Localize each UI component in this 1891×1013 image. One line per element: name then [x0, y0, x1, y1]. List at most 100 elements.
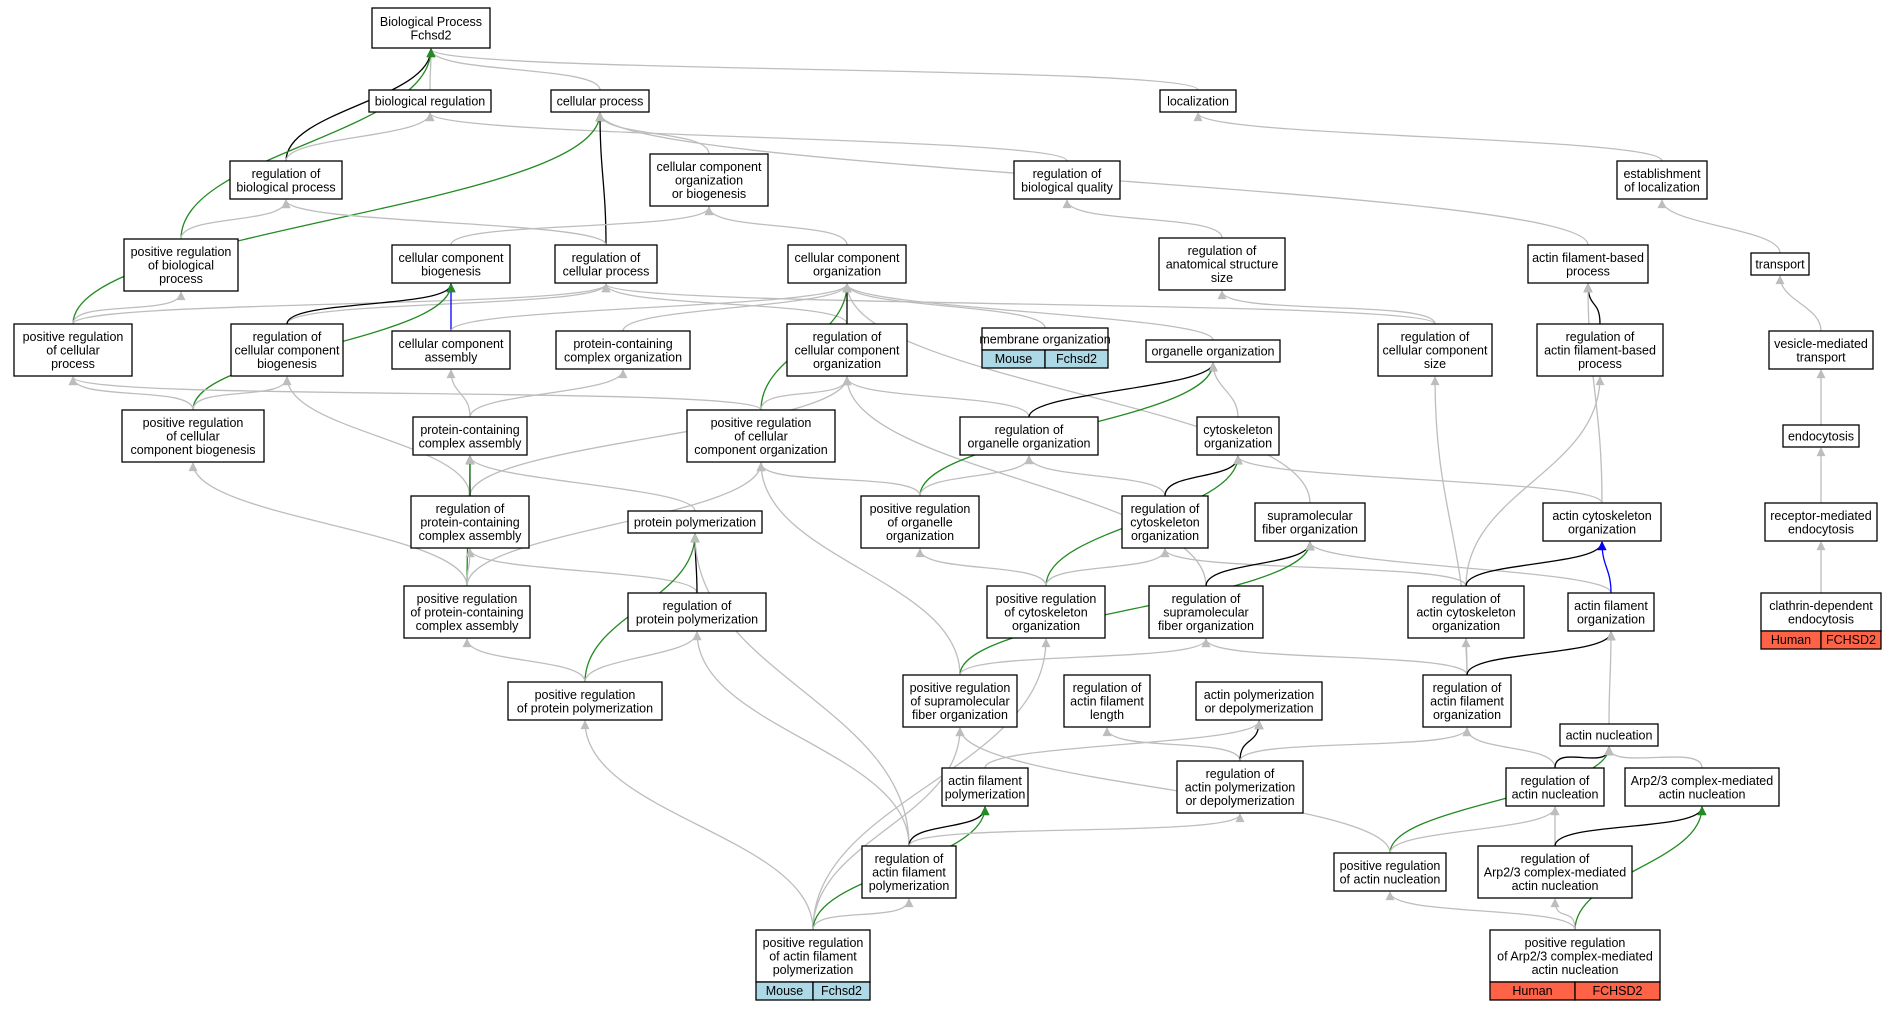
edge-anuc-to-afo — [1606, 631, 1616, 725]
term-label: organization — [1012, 619, 1080, 633]
term-label: of cellular — [734, 430, 788, 444]
edge-eloc-to-loc — [1193, 112, 1663, 162]
edge-prafp-to-prcso — [812, 638, 1051, 931]
edge-prpp-to-rpp — [584, 631, 702, 683]
term-node-endo[interactable]: endocytosis — [1782, 424, 1860, 448]
term-node-orgorg[interactable]: organelle organization — [1145, 339, 1281, 363]
edge-proo-to-roo — [919, 455, 1034, 497]
edge-rapd-to-apd — [1239, 720, 1264, 762]
term-label: actin cytoskeleton — [1552, 509, 1651, 523]
term-label: organization — [813, 264, 881, 278]
term-label: biological process — [236, 180, 335, 194]
term-label: of cytoskeleton — [1004, 606, 1087, 620]
edge-pran-to-ran — [1389, 806, 1560, 854]
term-label: endocytosis — [1788, 612, 1854, 626]
term-label: component biogenesis — [130, 443, 255, 457]
term-node-cp[interactable]: cellular process — [550, 89, 650, 113]
edge-prccb-to-rccb — [192, 376, 292, 411]
edge-prsfo-to-prcco — [756, 462, 961, 676]
term-label: size — [1424, 357, 1446, 371]
term-node-loc[interactable]: localization — [1159, 89, 1237, 113]
term-box — [1527, 244, 1649, 284]
term-label: protein-containing — [420, 423, 519, 437]
term-label: regulation of — [436, 502, 505, 516]
term-label: cytoskeleton — [1130, 516, 1200, 530]
term-label: cellular component — [795, 251, 900, 265]
term-box — [121, 409, 265, 463]
term-node-ppol[interactable]: protein polymerization — [627, 510, 763, 534]
edge-pca-to-cca — [446, 369, 471, 418]
term-label: clathrin-dependent — [1769, 599, 1873, 613]
term-label: establishment — [1623, 167, 1701, 181]
edge-cca-to-cco — [450, 283, 852, 332]
term-box — [959, 416, 1099, 456]
term-box — [391, 330, 511, 370]
edge-prcco-to-prcp — [68, 376, 762, 411]
term-label: cellular component — [235, 344, 340, 358]
term-node-trans[interactable]: transport — [1750, 252, 1810, 276]
term-box — [368, 89, 492, 113]
term-box — [1768, 330, 1874, 370]
term-box — [860, 495, 980, 549]
term-label: organization — [1568, 522, 1636, 536]
term-node-breg[interactable]: biological regulation — [368, 89, 492, 113]
term-box — [1760, 592, 1882, 632]
term-node-anuc[interactable]: actin nucleation — [1559, 723, 1659, 747]
edge-pca-to-pcco — [469, 369, 628, 418]
edge-prarp-to-rarp — [1550, 898, 1576, 931]
